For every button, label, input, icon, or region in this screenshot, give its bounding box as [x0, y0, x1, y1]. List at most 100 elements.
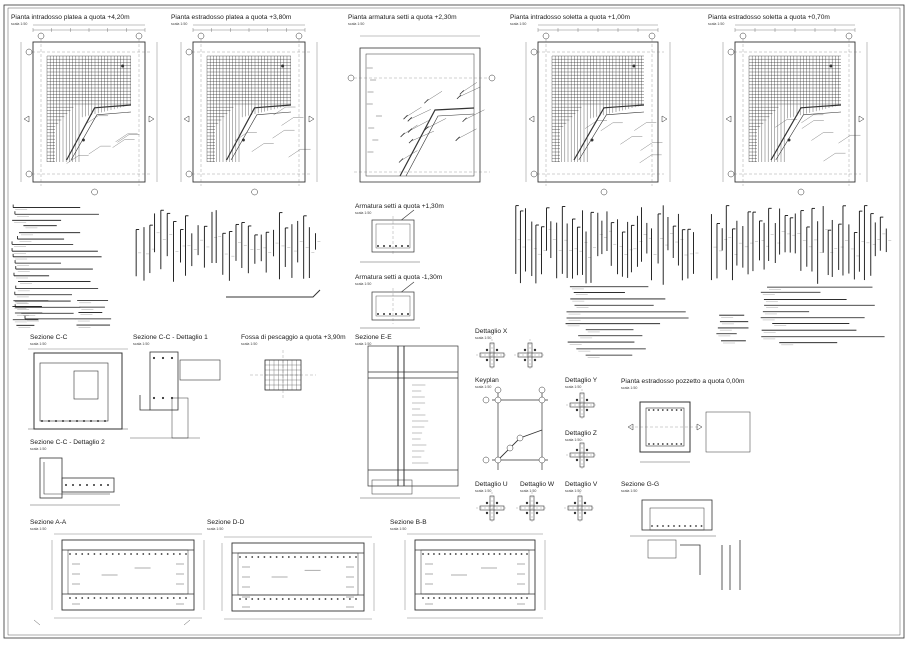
drawing-path — [401, 209, 415, 221]
rebar-dot — [585, 408, 589, 412]
leader-line — [115, 133, 128, 142]
title-pianta-armatura-setti: Pianta armatura setti a quota +2,30m — [348, 14, 457, 21]
detail-outline — [171, 397, 189, 439]
rebar-dot — [148, 553, 151, 555]
rebar-dot — [324, 556, 327, 558]
leader-line — [88, 145, 101, 155]
scale-label: scala 1:50 — [348, 22, 365, 26]
rebar-dot — [504, 597, 507, 599]
leader-line — [640, 142, 653, 151]
rebar-dot — [485, 501, 489, 505]
rebar-dot — [330, 556, 333, 558]
title-dettaglio-z: Dettaglio Z — [565, 430, 597, 437]
rebar-dot — [520, 553, 523, 555]
title-keyplan: Keyplan — [475, 377, 499, 384]
detail-outline — [39, 457, 63, 499]
rebar-dot — [666, 443, 669, 445]
rebar-dot — [312, 556, 315, 558]
rebar-dot — [443, 597, 446, 599]
section-arrow — [696, 423, 703, 431]
leader-line — [117, 134, 130, 143]
rebar-dot — [75, 553, 78, 555]
leader-line — [281, 117, 294, 126]
keyplan-node — [538, 396, 546, 404]
rebar-dot — [662, 525, 664, 527]
tick-mark — [407, 117, 413, 122]
tick-mark — [424, 98, 429, 104]
title-dettaglio-u: Dettaglio U — [475, 481, 508, 488]
keyplan-node — [494, 396, 502, 404]
rebar-dot — [675, 443, 678, 445]
slab-edge — [226, 104, 292, 161]
rebar-dot — [100, 484, 102, 486]
leader-line — [775, 119, 788, 128]
rebar-dot — [575, 408, 579, 412]
rebar-dot — [520, 597, 523, 599]
rebar-dot — [355, 556, 357, 558]
slab-edge — [578, 111, 645, 161]
detail-outline — [61, 477, 115, 493]
rebar-dot — [300, 598, 302, 600]
rebar-dot — [136, 597, 139, 599]
leader-line — [234, 132, 247, 141]
rebar-dot — [689, 525, 692, 527]
rebar-dot — [160, 553, 163, 555]
rebar-dot — [485, 358, 489, 362]
grid-axis-bubble — [727, 48, 735, 56]
tick-mark — [408, 138, 414, 144]
grid-axis-bubble — [295, 32, 303, 40]
rebar-dot — [495, 348, 499, 352]
plan-detail-outline — [705, 411, 751, 453]
detail-outline — [371, 479, 413, 495]
title-armatura-setti-1: Armatura setti a quota +1,30m — [355, 203, 444, 210]
rebar-dot — [124, 597, 126, 599]
rebar-dot — [651, 525, 653, 527]
rebar-dot — [136, 553, 139, 555]
grid-axis-bubble — [251, 188, 258, 196]
scale-label: scala 1:50 — [241, 342, 258, 346]
rebar-dot — [90, 420, 92, 422]
leader-line — [838, 135, 851, 144]
rebar-dot — [130, 597, 132, 599]
rebar-dot — [104, 420, 106, 422]
title-sezione-dd: Sezione D-D — [207, 519, 245, 526]
rebar-dot — [93, 597, 96, 599]
rebar-dot — [105, 597, 108, 599]
rebar-callout — [461, 82, 478, 93]
rebar-dot — [454, 597, 457, 599]
rebar-dot — [83, 420, 85, 422]
tick-mark — [403, 114, 408, 120]
rebar-dot — [666, 409, 669, 411]
rebar-dot — [161, 356, 165, 360]
grid-axis-bubble — [25, 48, 33, 56]
rebar-dot — [269, 598, 272, 600]
tick-mark — [400, 132, 405, 138]
rebar-dot — [535, 511, 539, 515]
plan-outline — [192, 41, 306, 183]
rebar-callout — [426, 91, 443, 102]
scale-label: scala 1:50 — [565, 438, 582, 442]
marker-dot — [632, 64, 636, 68]
section-outline — [33, 352, 123, 430]
rebar-dot — [152, 356, 156, 360]
rebar-dot — [97, 420, 99, 422]
rebar-dot — [585, 448, 589, 452]
grid-axis-bubble — [25, 170, 33, 178]
leader-line — [273, 106, 286, 116]
leader-line — [272, 130, 285, 139]
rebar-callout — [405, 107, 422, 118]
rebar-dot — [251, 556, 254, 558]
rebar-dot — [422, 553, 424, 555]
rebar-dot — [281, 598, 284, 600]
rebar-callout — [458, 86, 481, 98]
rebar-dot — [124, 553, 126, 555]
rebar-dot — [166, 553, 169, 555]
rebar-dot — [575, 458, 579, 462]
grid-axis-bubble — [482, 456, 490, 464]
title-pianta-estradosso-platea: Pianta estradosso platea a quota +3,80m — [171, 14, 292, 21]
marker-dot — [787, 138, 791, 142]
leader-line — [801, 114, 814, 123]
grid-axis-bubble — [542, 32, 550, 40]
rebar-dot — [523, 358, 527, 362]
rebar-dot — [383, 245, 385, 247]
